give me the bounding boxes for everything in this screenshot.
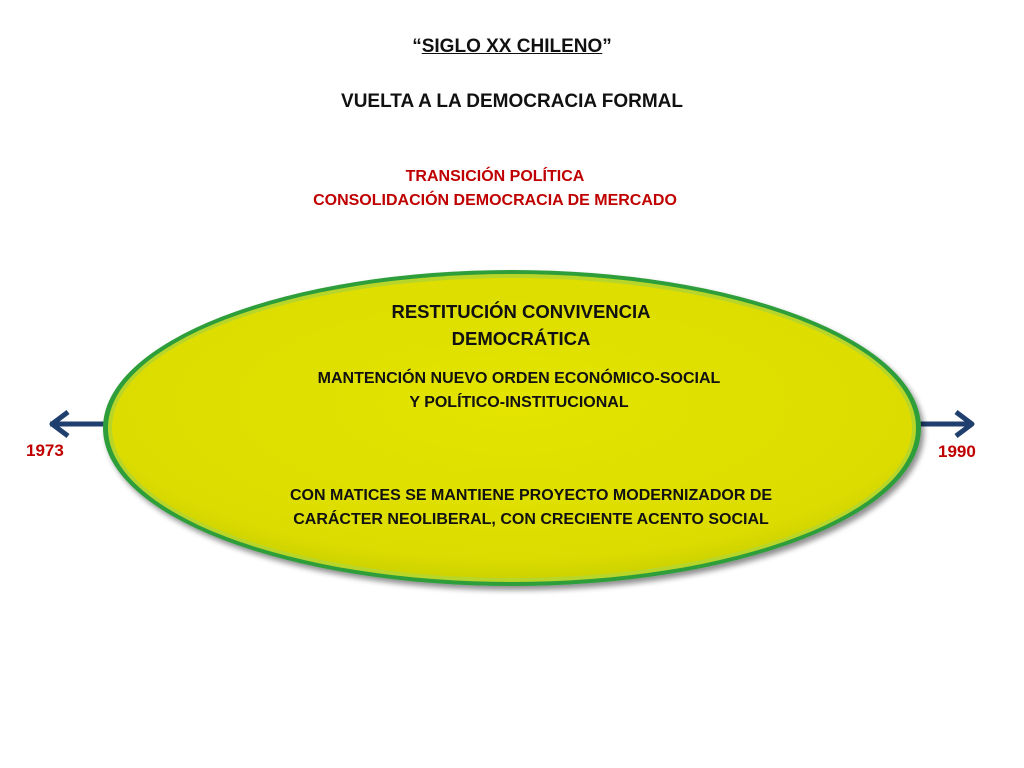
central-oval xyxy=(103,270,921,586)
oval-note-line-1: CON MATICES SE MANTIENE PROYECTO MODERNI… xyxy=(289,487,773,504)
title-text: SIGLO XX CHILENO xyxy=(421,36,603,57)
process-label-consolidation: CONSOLIDACIÓN DEMOCRACIA DE MERCADO xyxy=(313,192,677,209)
timeline-end-year: 1990 xyxy=(938,442,976,461)
oval-subtitle-line-1: MANTENCIÓN NUEVO ORDEN ECONÓMICO-SOCIAL xyxy=(317,370,721,387)
page-subtitle: VUELTA A LA DEMOCRACIA FORMAL xyxy=(341,91,683,112)
page-title: “SIGLO XX CHILENO” xyxy=(0,36,1024,58)
timeline-start-year: 1973 xyxy=(26,441,64,460)
oval-title-line-2: DEMOCRÁTICA xyxy=(451,328,591,349)
arrow-left-1973 xyxy=(49,410,104,438)
title-close-quote: ” xyxy=(602,36,612,57)
title-open-quote: “ xyxy=(412,36,422,57)
oval-note-line-2: CARÁCTER NEOLIBERAL, CON CRECIENTE ACENT… xyxy=(293,511,769,528)
oval-title-line-1: RESTITUCIÓN CONVIVENCIA xyxy=(391,301,651,322)
process-label-transition: TRANSICIÓN POLÍTICA xyxy=(405,168,585,185)
oval-subtitle-line-2: Y POLÍTICO-INSTITUCIONAL xyxy=(409,394,629,411)
arrow-right-1990 xyxy=(918,410,975,438)
